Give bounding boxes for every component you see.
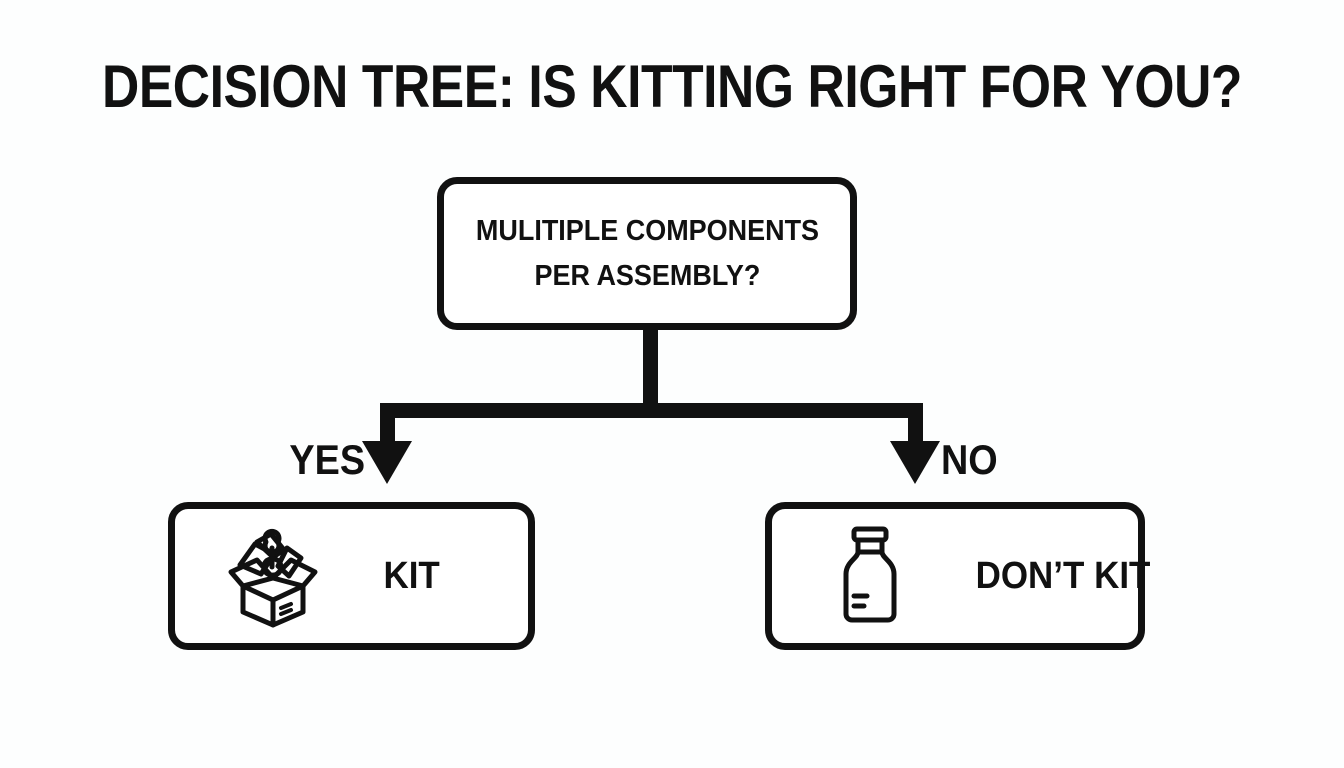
branch-label-no: NO xyxy=(941,436,998,483)
outcome-node-kit[interactable]: KIT xyxy=(168,502,535,650)
arrowhead-no xyxy=(890,441,940,484)
connector-drop-right xyxy=(908,403,923,445)
decision-node[interactable]: MULITIPLE COMPONENTS PER ASSEMBLY? xyxy=(437,177,857,330)
arrowhead-yes xyxy=(362,441,412,484)
connector-crossbar xyxy=(380,403,923,418)
open-box-with-parts-icon xyxy=(213,524,333,628)
connector-drop-left xyxy=(380,403,395,445)
page-title: DECISION TREE: IS KITTING RIGHT FOR YOU? xyxy=(101,53,1243,120)
bottle-icon xyxy=(820,524,920,628)
outcome-label-dont-kit: DON’T KIT xyxy=(975,555,1151,597)
decision-text-line-1: MULITIPLE COMPONENTS xyxy=(475,214,819,247)
outcome-label-kit: KIT xyxy=(383,555,440,597)
connector-stem xyxy=(643,330,658,410)
branch-label-yes: YES xyxy=(289,436,366,483)
decision-text-line-2: PER ASSEMBLY? xyxy=(534,259,760,292)
outcome-node-dont-kit[interactable]: DON’T KIT xyxy=(765,502,1150,650)
